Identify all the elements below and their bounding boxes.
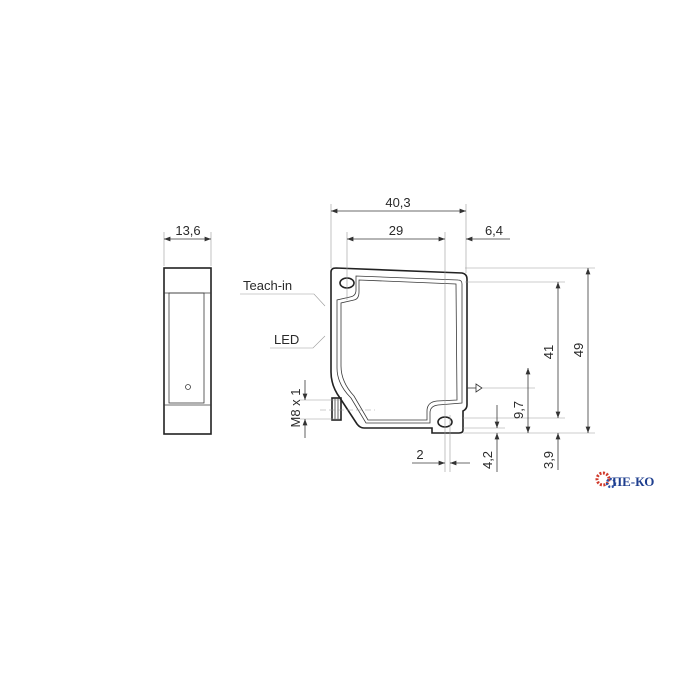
dim-hole-offset-bottom-label: 4,2 xyxy=(480,451,495,469)
logo-text: ПЕ-КО xyxy=(612,474,654,489)
led-label: LED xyxy=(274,332,299,347)
teach-in-label: Teach-in xyxy=(243,278,292,293)
m8-connector xyxy=(331,397,342,421)
connector-label: M8 x 1 xyxy=(288,388,303,427)
dim-bottom-offset-right-label: 3,9 xyxy=(541,451,556,469)
dim-overall-width-label: 40,3 xyxy=(385,195,410,210)
led-leader xyxy=(270,335,326,349)
extension-lines xyxy=(300,204,595,472)
dim-hole-spacing-width-label: 29 xyxy=(389,223,403,238)
teach-in-leader xyxy=(240,293,326,307)
dim-optical-axis-height-label: 9,7 xyxy=(511,401,526,419)
dim-hole-spacing-height-label: 41 xyxy=(541,345,556,359)
sensor-body xyxy=(330,267,483,434)
side-view: 13,6 xyxy=(163,223,212,435)
dim-overall-height-label: 49 xyxy=(571,343,586,357)
dim-right-offset-label: 6,4 xyxy=(485,223,503,238)
logo: ПЕ-КО xyxy=(595,471,654,489)
dim-side-width-label: 13,6 xyxy=(175,223,200,238)
dim-hole-offset-x-label: 2 xyxy=(416,447,423,462)
led-dot-icon xyxy=(185,384,191,390)
